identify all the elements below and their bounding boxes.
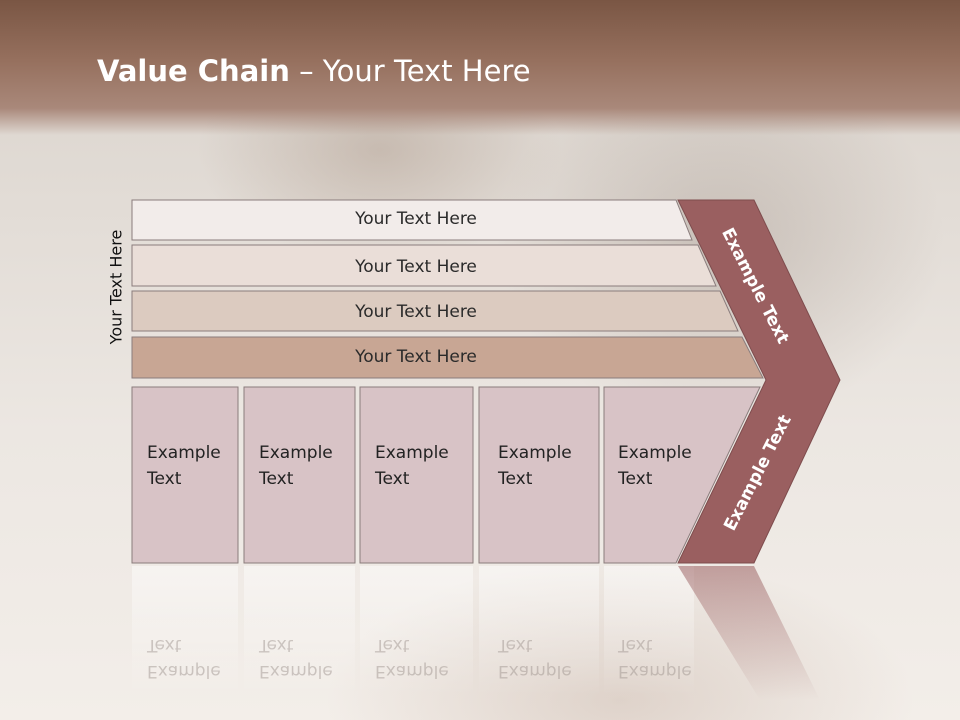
- row-label-3: Your Text Here: [355, 302, 477, 322]
- cell-4-line1: Example: [498, 443, 572, 463]
- cell-box-1: [131, 386, 239, 564]
- cell-1-line1: Example: [147, 443, 221, 463]
- cell-2-line1: Example: [259, 443, 333, 463]
- row-bar-1: [131, 199, 693, 241]
- cell-3-line2: Text: [375, 469, 410, 489]
- cell-box-2: [243, 386, 356, 564]
- cell-2-line2: Text: [259, 469, 294, 489]
- cell-box-5: [603, 386, 761, 564]
- slide-title: Value Chain – Your Text Here: [97, 54, 531, 88]
- title-bar: [0, 0, 960, 135]
- chevron-arrow: [677, 199, 841, 564]
- cell-5-line1: Example: [618, 443, 692, 463]
- row-label-1: Your Text Here: [355, 209, 477, 229]
- cell-5-line2: Text: [618, 469, 653, 489]
- title-bold: Value Chain: [97, 54, 290, 88]
- title-rest: – Your Text Here: [289, 54, 531, 88]
- row-bar-4: [131, 336, 764, 379]
- row-bar-2: [131, 244, 717, 287]
- row-bar-3: [131, 290, 739, 332]
- cell-1-line2: Text: [147, 469, 182, 489]
- cell-box-4: [478, 386, 600, 564]
- row-label-4: Your Text Here: [355, 347, 477, 367]
- row-label-2: Your Text Here: [355, 257, 477, 277]
- cell-box-3: [359, 386, 474, 564]
- diagram-reflection: [132, 566, 820, 700]
- cell-4-line2: Text: [498, 469, 533, 489]
- cell-3-line1: Example: [375, 443, 449, 463]
